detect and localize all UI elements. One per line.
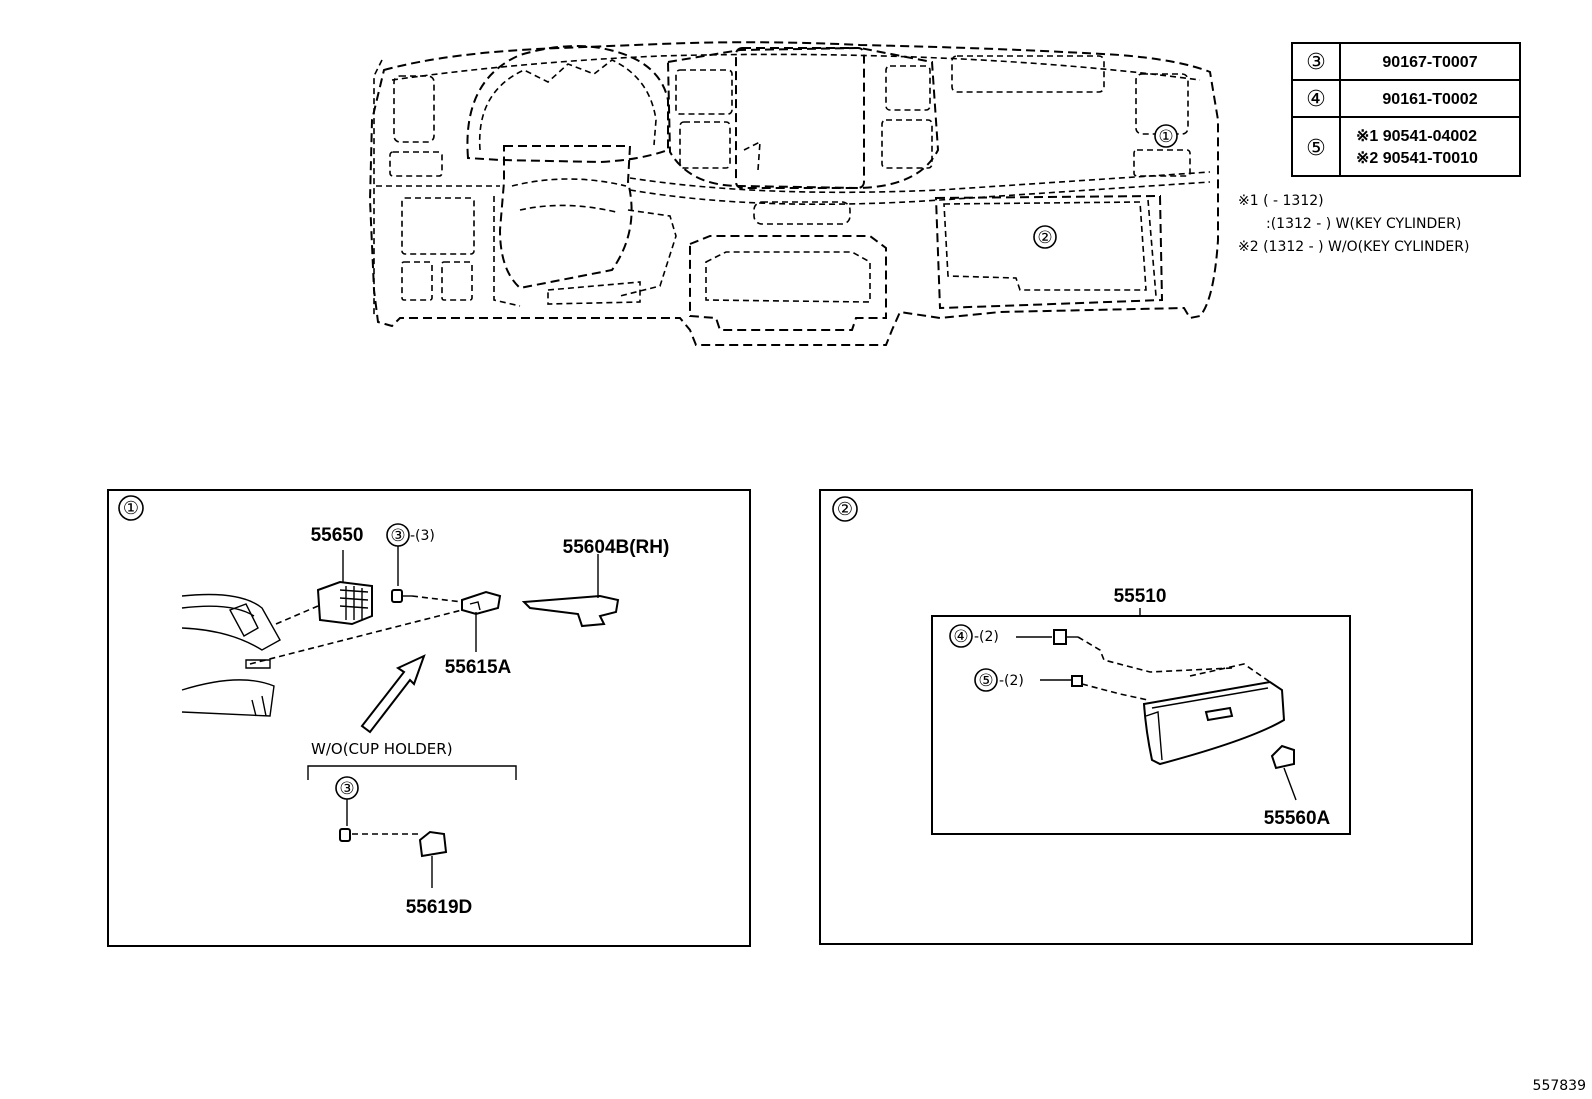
qty-4: -(2) bbox=[974, 629, 999, 645]
overview-callout-1[interactable]: ① bbox=[1154, 124, 1178, 148]
part-55510[interactable]: 55510 bbox=[1114, 586, 1167, 607]
overview-callout-2[interactable]: ② bbox=[1033, 225, 1057, 249]
detail-1-panel: ① 55650 ③ -(3) 55615A 55604B(RH) bbox=[107, 489, 751, 947]
part-55650[interactable]: 55650 bbox=[311, 525, 364, 546]
svg-text:①: ① bbox=[1158, 127, 1173, 147]
svg-text:②: ② bbox=[1037, 228, 1052, 248]
note-2: :(1312 - ) W(KEY CYLINDER) bbox=[1266, 216, 1461, 232]
callout-5: ⑤ bbox=[978, 671, 993, 691]
callout-3-top: ③ bbox=[390, 526, 405, 546]
table-part-5a[interactable]: ※1 90541-04002 bbox=[1356, 128, 1477, 145]
detail-2-ref: ② bbox=[837, 499, 853, 520]
callout-4: ④ bbox=[953, 627, 968, 647]
table-part-5b[interactable]: ※2 90541-T0010 bbox=[1356, 150, 1478, 167]
part-55560A[interactable]: 55560A bbox=[1264, 808, 1331, 829]
variant-label: W/O(CUP HOLDER) bbox=[311, 740, 453, 758]
part-55604B[interactable]: 55604B(RH) bbox=[563, 537, 670, 558]
dashboard-overview bbox=[368, 41, 1219, 346]
part-55615A[interactable]: 55615A bbox=[445, 657, 512, 678]
parts-table: ③ 90167-T0007 ④ 90161-T0002 ⑤ ※1 90541-0… bbox=[1291, 42, 1521, 177]
table-ref-5: ⑤ bbox=[1306, 136, 1326, 161]
note-1: ※1 ( - 1312) bbox=[1238, 193, 1324, 209]
detail-2-panel: ② 55510 ④ -(2) ⑤ -(2) 55560A bbox=[819, 489, 1473, 945]
qty-5: -(2) bbox=[999, 673, 1024, 689]
applicability-notes: ※1 ( - 1312) :(1312 - ) W(KEY CYLINDER) … bbox=[1238, 193, 1469, 255]
part-55619D[interactable]: 55619D bbox=[406, 897, 473, 918]
illustration-id: 557839 bbox=[1533, 1078, 1586, 1094]
table-part-3[interactable]: 90167-T0007 bbox=[1382, 54, 1477, 71]
table-ref-4: ④ bbox=[1306, 87, 1326, 112]
callout-3-bottom: ③ bbox=[339, 779, 354, 799]
table-ref-3: ③ bbox=[1306, 50, 1326, 75]
note-3: ※2 (1312 - ) W/O(KEY CYLINDER) bbox=[1238, 239, 1469, 255]
detail-1-ref: ① bbox=[123, 498, 139, 519]
table-part-4[interactable]: 90161-T0002 bbox=[1382, 91, 1477, 108]
screw-qty: -(3) bbox=[410, 528, 435, 544]
